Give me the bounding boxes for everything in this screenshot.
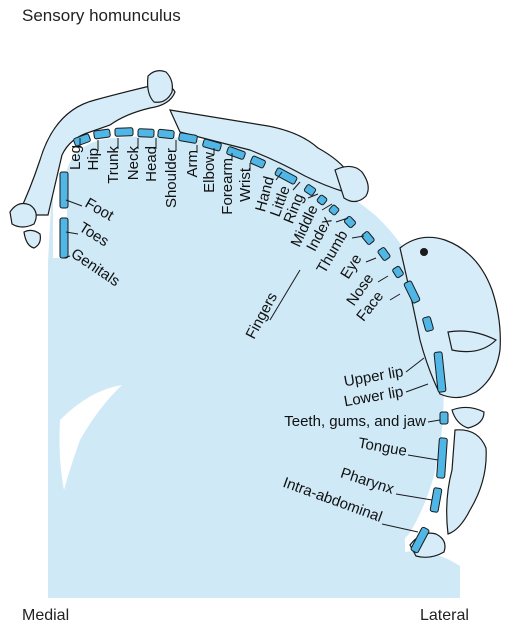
eye-mark [420,248,428,256]
cortex-segment [94,129,111,139]
body-part-label: Teeth, gums, and jaw [284,413,426,430]
body-part-label: Neck [125,146,142,181]
body-part-label: Wrist [237,167,254,202]
lateral-label: Lateral [420,607,469,625]
medial-label: Medial [22,607,69,625]
figure-title: Sensory homunculus [22,6,181,26]
body-part-label: Arm [184,150,201,178]
cortex-segment [138,129,154,138]
body-part-label: Leg [67,145,84,170]
cortex-segment [60,218,68,258]
cortex-segment [158,129,175,139]
body-part-label: Elbow [201,152,218,193]
body-part-label: Hip [85,148,102,171]
cortex-segment [115,128,133,137]
body-part-label: Trunk [105,146,122,184]
body-part-label: Head [143,146,160,182]
cortex-segment [60,172,68,208]
body-part-label: Shoulder [163,148,180,208]
body-part-label: Forearm [219,158,236,215]
cortex-segment [440,412,448,424]
